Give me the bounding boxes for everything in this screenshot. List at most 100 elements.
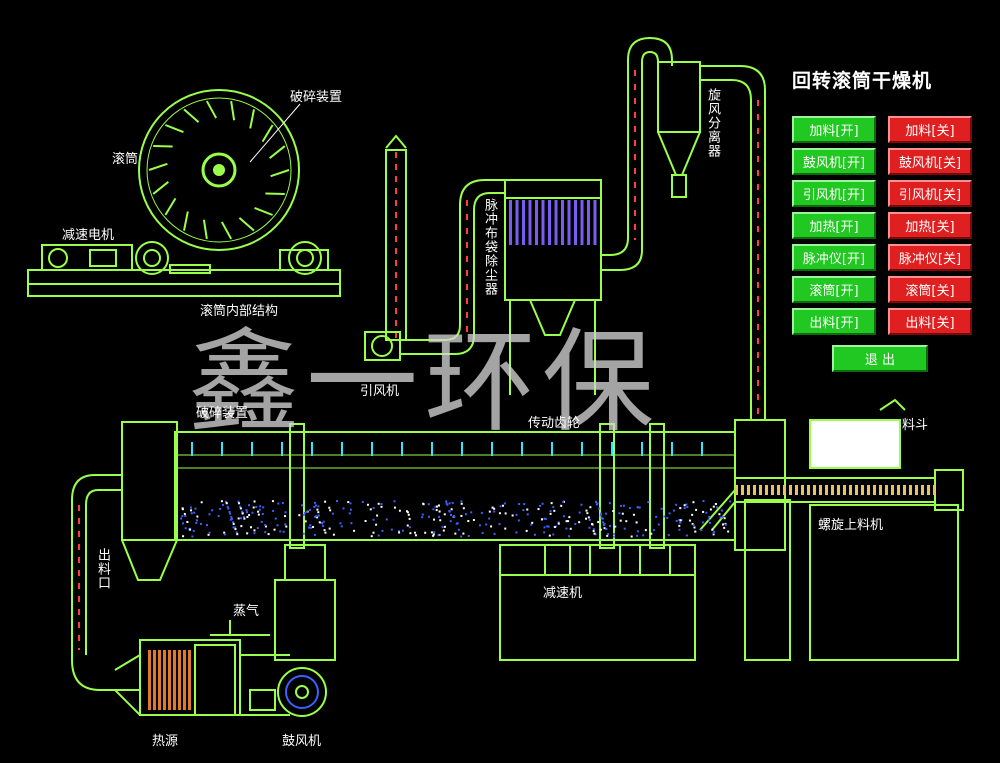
drum-vane [164, 197, 177, 216]
material-particle [372, 518, 375, 521]
material-particle [727, 530, 730, 533]
control-off-button[interactable]: 引风机[关] [888, 180, 972, 207]
control-on-button[interactable]: 加料[开] [792, 116, 876, 143]
drum-vane [270, 169, 290, 178]
material-particle [622, 504, 625, 507]
material-particle [546, 525, 549, 528]
material-particle [442, 529, 445, 532]
material-particle [189, 506, 192, 509]
heat-element [178, 650, 181, 710]
heat-element [188, 650, 191, 710]
material-particle [693, 526, 696, 529]
material-particle [493, 532, 496, 535]
material-particle [438, 510, 441, 513]
material-particle [314, 501, 317, 504]
pulse-bag-filter [504, 179, 602, 395]
label-gear: 传动齿轮 [528, 416, 581, 431]
drum-supports [27, 241, 341, 297]
control-on-button[interactable]: 引风机[开] [792, 180, 876, 207]
material-particle [599, 512, 602, 515]
material-particle [234, 528, 237, 531]
heat-element [168, 650, 171, 710]
material-particle [491, 506, 494, 509]
material-particle [560, 504, 563, 507]
control-off-button[interactable]: 出料[关] [888, 308, 972, 335]
material-particle [679, 521, 682, 524]
material-particle [537, 508, 540, 511]
material-particle [553, 509, 556, 512]
material-particle [205, 524, 208, 527]
label-pulse-filter: 脉冲布袋除尘器 [482, 198, 497, 296]
material-particle [445, 502, 448, 505]
material-particle [427, 515, 430, 518]
material-particle [562, 500, 565, 503]
material-particle [277, 502, 280, 505]
drum-vane [249, 109, 255, 129]
material-particle [432, 508, 435, 511]
material-particle [223, 531, 226, 534]
material-particle [667, 534, 670, 537]
material-particle [599, 514, 602, 517]
material-particle [548, 534, 551, 537]
material-particle [248, 514, 251, 517]
material-particle [588, 518, 591, 521]
control-off-button[interactable]: 滚筒[关] [888, 276, 972, 303]
control-on-button[interactable]: 脉冲仪[开] [792, 244, 876, 271]
material-particle [635, 521, 638, 524]
material-particle [694, 530, 697, 533]
cyclone-separator [657, 61, 701, 198]
material-particle [683, 504, 686, 507]
material-particle [565, 527, 568, 530]
material-particle [284, 511, 287, 514]
control-off-button[interactable]: 脉冲仪[关] [888, 244, 972, 271]
control-on-button[interactable]: 滚筒[开] [792, 276, 876, 303]
material-particle [678, 528, 681, 531]
control-on-button[interactable]: 鼓风机[开] [792, 148, 876, 175]
material-particle [274, 517, 277, 520]
material-particle [414, 534, 417, 537]
heat-element [148, 650, 151, 710]
material-particle [481, 532, 484, 535]
material-particle [230, 516, 233, 519]
material-particle [258, 508, 261, 511]
control-off-button[interactable]: 鼓风机[关] [888, 148, 972, 175]
material-particle [700, 528, 703, 531]
material-particle [239, 505, 242, 508]
material-particle [543, 531, 546, 534]
material-particle [619, 504, 622, 507]
heat-element [173, 650, 176, 710]
control-off-button[interactable]: 加料[关] [888, 116, 972, 143]
material-particle [380, 503, 383, 506]
material-particle [324, 500, 327, 503]
material-particle [434, 505, 437, 508]
material-particle [432, 534, 435, 537]
material-particle [267, 533, 270, 536]
material-particle [455, 522, 458, 525]
material-particle [712, 505, 715, 508]
material-particle [568, 516, 571, 519]
material-particle [208, 513, 211, 516]
material-particle [722, 516, 725, 519]
material-particle [549, 510, 552, 513]
material-particle [456, 522, 459, 525]
filter-bag [561, 200, 564, 245]
material-particle [308, 526, 311, 529]
material-particle [549, 512, 552, 515]
material-particle [385, 518, 388, 521]
control-on-button[interactable]: 加热[开] [792, 212, 876, 239]
material-particle [467, 535, 470, 538]
material-particle [257, 513, 260, 516]
material-particle [638, 506, 641, 509]
material-particle [262, 506, 265, 509]
material-particle [433, 531, 436, 534]
material-particle [342, 507, 345, 510]
label-induced-fan: 引风机 [360, 384, 400, 399]
material-particle [285, 525, 288, 528]
material-particle [317, 514, 320, 517]
material-particle [464, 513, 467, 516]
material-particle [261, 512, 264, 515]
material-particle [647, 501, 650, 504]
exit-button[interactable]: 退 出 [832, 345, 928, 372]
control-off-button[interactable]: 加热[关] [888, 212, 972, 239]
control-on-button[interactable]: 出料[开] [792, 308, 876, 335]
